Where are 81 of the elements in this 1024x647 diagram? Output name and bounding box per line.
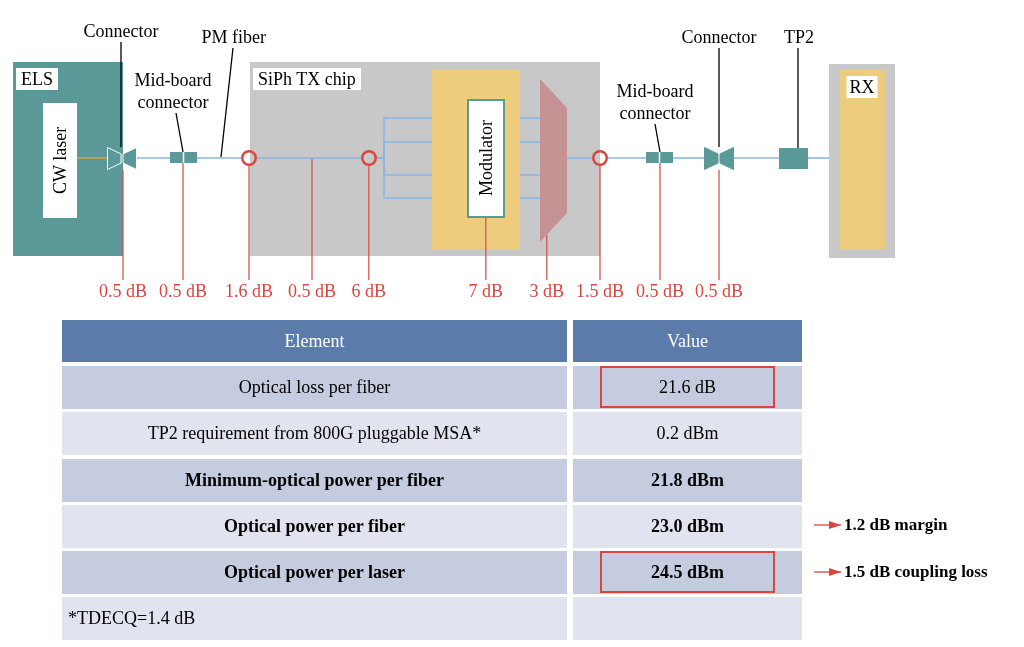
component-label: Mid-board connector	[132, 69, 214, 113]
leader-line	[248, 165, 250, 281]
table-cell: *TDECQ=1.4 dB	[62, 597, 567, 641]
header-cell: Element	[62, 320, 567, 362]
leader-line	[311, 158, 313, 281]
ring-icon	[241, 150, 257, 166]
component-label: TP2	[784, 26, 814, 48]
panel-title: ELS	[16, 68, 58, 90]
loss-value: 0.5 dB	[636, 280, 684, 302]
leader-line	[659, 162, 661, 281]
test-point-icon	[779, 148, 808, 169]
table-cell: Optical power per laser	[62, 551, 567, 594]
connector-icon	[704, 147, 734, 170]
fiber-line	[519, 197, 541, 199]
result-note: 1.5 dB coupling loss	[844, 561, 988, 583]
fiber-line	[672, 157, 705, 159]
leader-line	[220, 47, 234, 158]
loss-value: 6 dB	[351, 280, 386, 302]
leader-line	[368, 165, 370, 281]
table-cell: 21.8 dBm	[573, 458, 802, 502]
table-cell: TP2 requirement from 800G pluggable MSA*	[62, 412, 567, 456]
leader-line	[546, 234, 548, 281]
loss-value: 0.5 dB	[159, 280, 207, 302]
loss-value: 3 dB	[529, 280, 564, 302]
leader-line	[182, 162, 184, 281]
ring-icon	[592, 150, 608, 166]
panel-title: RX	[846, 76, 878, 98]
table-cell: Optical power per fiber	[62, 504, 567, 548]
table-cell: 24.5 dBm	[573, 551, 802, 594]
fiber-line	[733, 157, 780, 159]
leader-line	[485, 217, 487, 281]
header-cell: Value	[573, 320, 802, 362]
leader-line	[122, 169, 124, 281]
panel-title: SiPh TX chip	[253, 68, 361, 90]
fiber-line	[519, 174, 541, 176]
fiber-line	[136, 157, 171, 159]
fiber-line	[807, 157, 830, 159]
mid-board-connector-icon	[646, 152, 673, 163]
loss-value: 7 dB	[468, 280, 503, 302]
fiber-line	[519, 141, 541, 143]
ring-icon	[361, 150, 377, 166]
leader-line	[599, 165, 601, 281]
arrow	[813, 568, 842, 576]
fiber-line	[376, 157, 433, 199]
fiber-line	[76, 157, 108, 159]
mid-board-connector-icon	[170, 152, 197, 163]
connector-icon	[107, 147, 137, 170]
loss-value: 0.5 dB	[288, 280, 336, 302]
fiber-line	[519, 117, 541, 119]
table-cell: Optical loss per fiber	[62, 366, 567, 410]
arrow	[813, 521, 842, 529]
loss-value: 0.5 dB	[99, 280, 147, 302]
table-cell: 23.0 dBm	[573, 504, 802, 548]
loss-value: 1.6 dB	[225, 280, 273, 302]
modulator-section	[432, 70, 520, 249]
table-cell: 0.2 dBm	[573, 412, 802, 456]
table-cell: 21.6 dB	[573, 366, 802, 410]
result-note: 1.2 dB margin	[844, 514, 948, 536]
leader-line	[120, 41, 122, 148]
loss-value: 1.5 dB	[576, 280, 624, 302]
fiber-line	[607, 157, 647, 159]
multiplexer-block	[540, 79, 567, 242]
leader-line	[718, 169, 720, 281]
leader-line	[654, 123, 661, 153]
fiber-line	[256, 157, 362, 159]
table-cell: Minimum-optical power per fiber	[62, 458, 567, 502]
loss-value: 0.5 dB	[695, 280, 743, 302]
leader-line	[175, 112, 184, 153]
laser-block: CW laser	[43, 103, 77, 218]
modulator-block: Modulator	[467, 99, 505, 218]
component-label: Connector	[681, 26, 757, 48]
laser-source-panel	[13, 62, 123, 256]
component-label: PM fiber	[201, 26, 266, 48]
leader-line	[718, 47, 720, 148]
component-label: Connector	[83, 20, 159, 42]
leader-line	[797, 47, 799, 149]
fiber-line	[566, 157, 593, 159]
fiber-line	[196, 157, 242, 159]
receiver-panel	[829, 64, 895, 258]
component-label: Mid-board connector	[614, 80, 696, 124]
chip-panel	[250, 62, 600, 256]
